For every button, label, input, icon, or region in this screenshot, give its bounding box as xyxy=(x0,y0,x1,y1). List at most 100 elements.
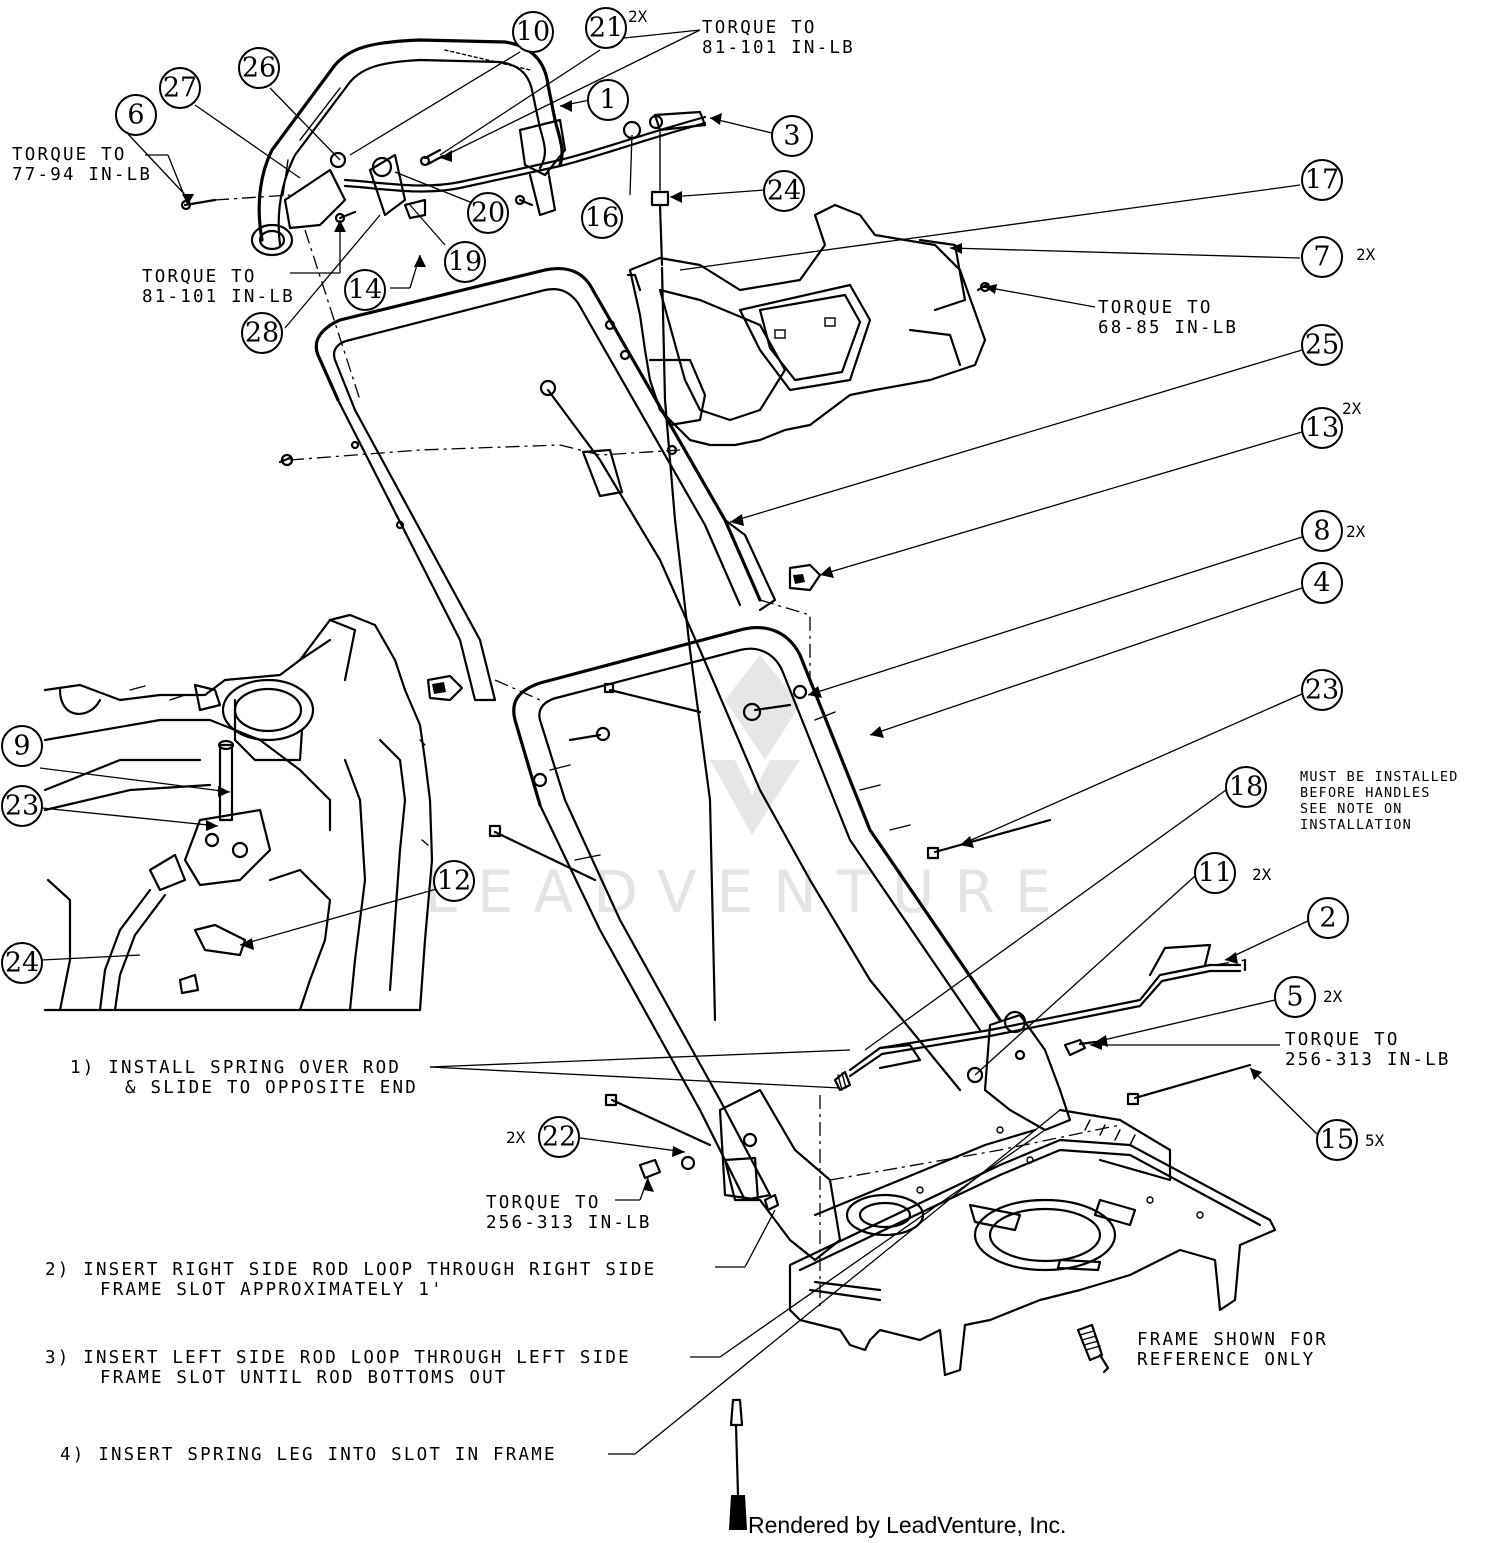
svg-text:3) INSERT LEFT SIDE ROD LOOP T: 3) INSERT LEFT SIDE ROD LOOP THROUGH LEF… xyxy=(45,1348,631,1368)
svg-text:13: 13 xyxy=(1305,413,1339,444)
svg-text:TORQUE TO: TORQUE TO xyxy=(1285,1030,1400,1050)
callout-3: 3 xyxy=(771,115,813,157)
callout-23-main: 23 xyxy=(1301,669,1343,711)
cable-end-lower xyxy=(729,1398,747,1530)
qty-15: 5X xyxy=(1365,1131,1385,1150)
qty-13: 2X xyxy=(1342,399,1362,418)
svg-text:1: 1 xyxy=(599,85,616,116)
svg-text:6: 6 xyxy=(127,100,144,131)
svg-text:10: 10 xyxy=(516,17,550,48)
svg-text:27: 27 xyxy=(163,73,197,104)
svg-text:5: 5 xyxy=(1286,982,1303,1013)
callout-26: 26 xyxy=(238,47,280,89)
qty-11: 2X xyxy=(1252,865,1272,884)
svg-text:26: 26 xyxy=(242,53,276,84)
step-4-note: 4) INSERT SPRING LEG INTO SLOT IN FRAME xyxy=(60,1445,557,1465)
frame-bolts xyxy=(638,1038,1097,1180)
svg-text:14: 14 xyxy=(348,275,382,306)
svg-text:8: 8 xyxy=(1313,516,1330,547)
svg-text:19: 19 xyxy=(448,247,482,278)
svg-text:TORQUE TO: TORQUE TO xyxy=(142,267,257,287)
callout-15: 15 xyxy=(1316,1119,1358,1161)
svg-text:1) INSTALL SPRING OVER ROD: 1) INSTALL SPRING OVER ROD xyxy=(70,1058,401,1078)
callout-18: 18 xyxy=(1225,766,1267,808)
watermark-text: LEADVENTURE xyxy=(425,858,1072,926)
handle-knobs xyxy=(426,563,822,702)
watermark: LEADVENTURE xyxy=(425,655,1072,926)
svg-text:16: 16 xyxy=(585,203,619,234)
cable-ties xyxy=(488,682,1252,1147)
svg-text:TORQUE TO: TORQUE TO xyxy=(12,145,127,165)
frame-reference-note: FRAME SHOWN FOR REFERENCE ONLY xyxy=(1137,1330,1328,1370)
torque-spec-5: TORQUE TO 256-313 IN-LB xyxy=(1285,1030,1451,1070)
callout-19: 19 xyxy=(444,241,486,283)
svg-text:4) INSERT SPRING LEG INTO SLOT: 4) INSERT SPRING LEG INTO SLOT IN FRAME xyxy=(60,1445,557,1465)
svg-text:24: 24 xyxy=(767,176,801,207)
svg-text:77-94 IN-LB: 77-94 IN-LB xyxy=(12,165,152,185)
torque-spec-7: TORQUE TO 68-85 IN-LB xyxy=(1098,298,1236,338)
callout-8: 8 xyxy=(1301,510,1343,552)
callout-4: 4 xyxy=(1301,562,1343,604)
step-2-note: 2) INSERT RIGHT SIDE ROD LOOP THROUGH RI… xyxy=(45,1260,654,1300)
svg-text:24: 24 xyxy=(5,948,39,979)
svg-text:25: 25 xyxy=(1305,330,1339,361)
callout-24-top: 24 xyxy=(763,170,805,212)
svg-text:17: 17 xyxy=(1305,165,1339,196)
svg-text:7: 7 xyxy=(1313,242,1330,273)
svg-text:TORQUE TO: TORQUE TO xyxy=(1098,298,1213,318)
svg-text:SEE NOTE ON: SEE NOTE ON xyxy=(1300,801,1403,817)
callout-16: 16 xyxy=(581,197,623,239)
must-install-note: MUST BE INSTALLED BEFORE HANDLES SEE NOT… xyxy=(1300,769,1457,833)
svg-text:23: 23 xyxy=(1305,675,1339,706)
callout-12: 12 xyxy=(433,860,475,902)
callout-24-inset: 24 xyxy=(1,942,43,984)
left-mounting-bracket xyxy=(718,1088,842,1262)
svg-text:FRAME SLOT APPROXIMATELY 1': FRAME SLOT APPROXIMATELY 1' xyxy=(100,1280,444,1300)
svg-text:81-101 IN-LB: 81-101 IN-LB xyxy=(702,38,855,58)
callout-9: 9 xyxy=(1,725,43,767)
svg-text:256-313 IN-LB: 256-313 IN-LB xyxy=(1285,1050,1451,1070)
svg-text:9: 9 xyxy=(13,731,30,762)
svg-text:256-313 IN-LB: 256-313 IN-LB xyxy=(486,1213,652,1233)
qty-8: 2X xyxy=(1346,522,1366,541)
callout-21: 21 xyxy=(585,7,627,49)
callout-5: 5 xyxy=(1274,976,1316,1018)
qty-22: 2X xyxy=(506,1128,526,1147)
svg-text:81-101 IN-LB: 81-101 IN-LB xyxy=(142,287,295,307)
torque-spec-21: TORQUE TO 81-101 IN-LB xyxy=(702,18,855,58)
callout-17: 17 xyxy=(1301,159,1343,201)
inset-detail-view xyxy=(43,613,434,1012)
callout-11: 11 xyxy=(1194,852,1236,894)
svg-text:TORQUE TO: TORQUE TO xyxy=(702,18,817,38)
callout-1: 1 xyxy=(587,79,629,121)
leader-lines xyxy=(39,29,1319,1455)
svg-text:3: 3 xyxy=(783,121,800,152)
torque-spec-28: TORQUE TO 81-101 IN-LB xyxy=(142,267,295,307)
callout-22: 22 xyxy=(538,1116,580,1158)
qty-21: 2X xyxy=(628,7,648,26)
svg-text:28: 28 xyxy=(245,318,279,349)
lower-control-cable xyxy=(539,266,962,1092)
svg-text:FRAME SHOWN FOR: FRAME SHOWN FOR xyxy=(1137,1330,1328,1350)
step-1-note: 1) INSTALL SPRING OVER ROD & SLIDE TO OP… xyxy=(70,1058,416,1098)
svg-text:21: 21 xyxy=(589,13,623,44)
callout-7: 7 xyxy=(1301,236,1343,278)
callout-23-inset: 23 xyxy=(1,785,43,827)
upper-handle-frame xyxy=(314,266,777,702)
qty-5: 2X xyxy=(1323,987,1343,1006)
arrowheads xyxy=(182,100,1262,1192)
mower-frame xyxy=(788,1108,1277,1377)
svg-text:4: 4 xyxy=(1313,568,1330,599)
svg-text:22: 22 xyxy=(542,1122,576,1153)
svg-text:INSTALLATION: INSTALLATION xyxy=(1300,817,1412,833)
upper-control-handle xyxy=(250,38,567,257)
svg-text:23: 23 xyxy=(5,791,39,822)
watermark-logo xyxy=(710,655,800,835)
control-cable xyxy=(343,110,707,267)
callout-14: 14 xyxy=(344,269,386,311)
svg-text:11: 11 xyxy=(1198,858,1232,889)
callout-25: 25 xyxy=(1301,324,1343,366)
torque-spec-6: TORQUE TO 77-94 IN-LB xyxy=(12,145,152,185)
rendered-by-footer: Rendered by LeadVenture, Inc. xyxy=(748,1512,1066,1538)
